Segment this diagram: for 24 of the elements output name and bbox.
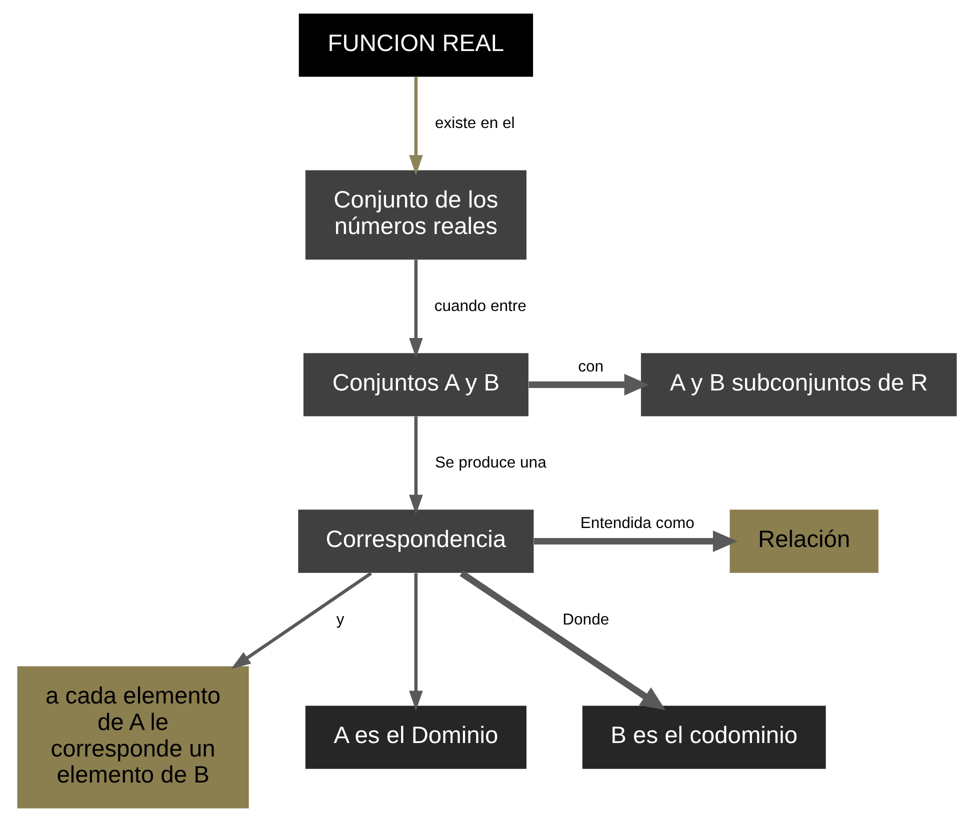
node-box: A y B subconjuntos de R: [640, 353, 957, 416]
node-box: a cada elemento de A le corresponde un elemento de B: [17, 666, 249, 808]
node-box: Relación: [730, 510, 878, 573]
node-box: Conjuntos A y B: [303, 353, 528, 416]
node-box: Conjunto de los números reales: [305, 170, 526, 260]
arrow: [409, 416, 423, 515]
edge-label: Se produce una: [435, 454, 546, 472]
arrow: [528, 374, 649, 396]
node-box: B es el codominio: [582, 706, 826, 769]
edge-label: Donde: [562, 611, 610, 628]
node-box: A es el Dominio: [305, 706, 526, 769]
node-box: Correspondencia: [298, 510, 534, 573]
edge-label: existe en el: [435, 115, 515, 132]
edge-label: con: [578, 358, 604, 376]
edge-label: y: [336, 611, 344, 628]
arrow: [409, 573, 423, 710]
node-box: FUNCION REAL: [298, 14, 534, 77]
edge-label: Entendida como: [580, 515, 694, 532]
arrow: [409, 77, 423, 175]
edge-label: cuando entre: [434, 298, 526, 316]
arrow: [231, 572, 372, 669]
arrow: [534, 530, 738, 552]
arrow: [460, 570, 666, 710]
arrow: [409, 260, 423, 358]
